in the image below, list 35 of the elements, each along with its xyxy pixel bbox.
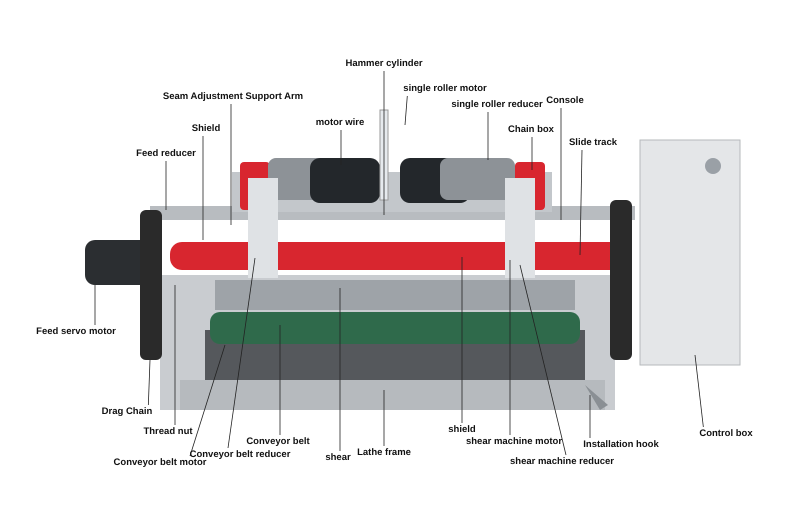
part-label: Control box xyxy=(699,428,753,440)
leader-line xyxy=(580,150,582,256)
part-label: Shield xyxy=(192,123,220,135)
part-label: single roller motor xyxy=(403,83,487,95)
part-label: Slide track xyxy=(568,137,618,149)
leader-line xyxy=(190,344,226,456)
part-label: Conveyor belt xyxy=(246,436,310,448)
part-label: motor wire xyxy=(316,117,364,129)
part-label: shear machine reducer xyxy=(510,456,614,468)
part-label: Lathe frame xyxy=(357,447,411,459)
part-label: shear machine motor xyxy=(466,436,562,448)
part-label: Hammer cylinder xyxy=(345,58,423,70)
leader-line xyxy=(694,354,704,428)
part-label: Feed reducer xyxy=(136,148,196,160)
part-label: Installation hook xyxy=(583,439,659,451)
leader-line xyxy=(560,108,562,220)
part-label: Feed servo motor xyxy=(36,326,116,338)
leader-line xyxy=(174,284,176,426)
part-label: Console xyxy=(546,95,584,107)
leader-line xyxy=(228,258,256,448)
leader-line xyxy=(230,104,232,226)
part-label: Seam Adjustment Support Arm xyxy=(162,91,304,103)
part-label: Conveyor belt motor xyxy=(114,457,206,469)
leader-line xyxy=(94,284,96,326)
leader-line xyxy=(340,130,342,166)
part-label: shield xyxy=(448,424,476,436)
part-label: shear xyxy=(325,452,351,464)
leader-line xyxy=(202,136,204,240)
leader-line xyxy=(520,264,566,456)
part-label: Thread nut xyxy=(143,426,193,438)
leader-line xyxy=(148,360,150,406)
part-label: Chain box xyxy=(508,124,554,136)
part-label: Drag Chain xyxy=(102,406,152,418)
part-label: single roller reducer xyxy=(451,99,543,111)
leader-line xyxy=(404,96,408,126)
